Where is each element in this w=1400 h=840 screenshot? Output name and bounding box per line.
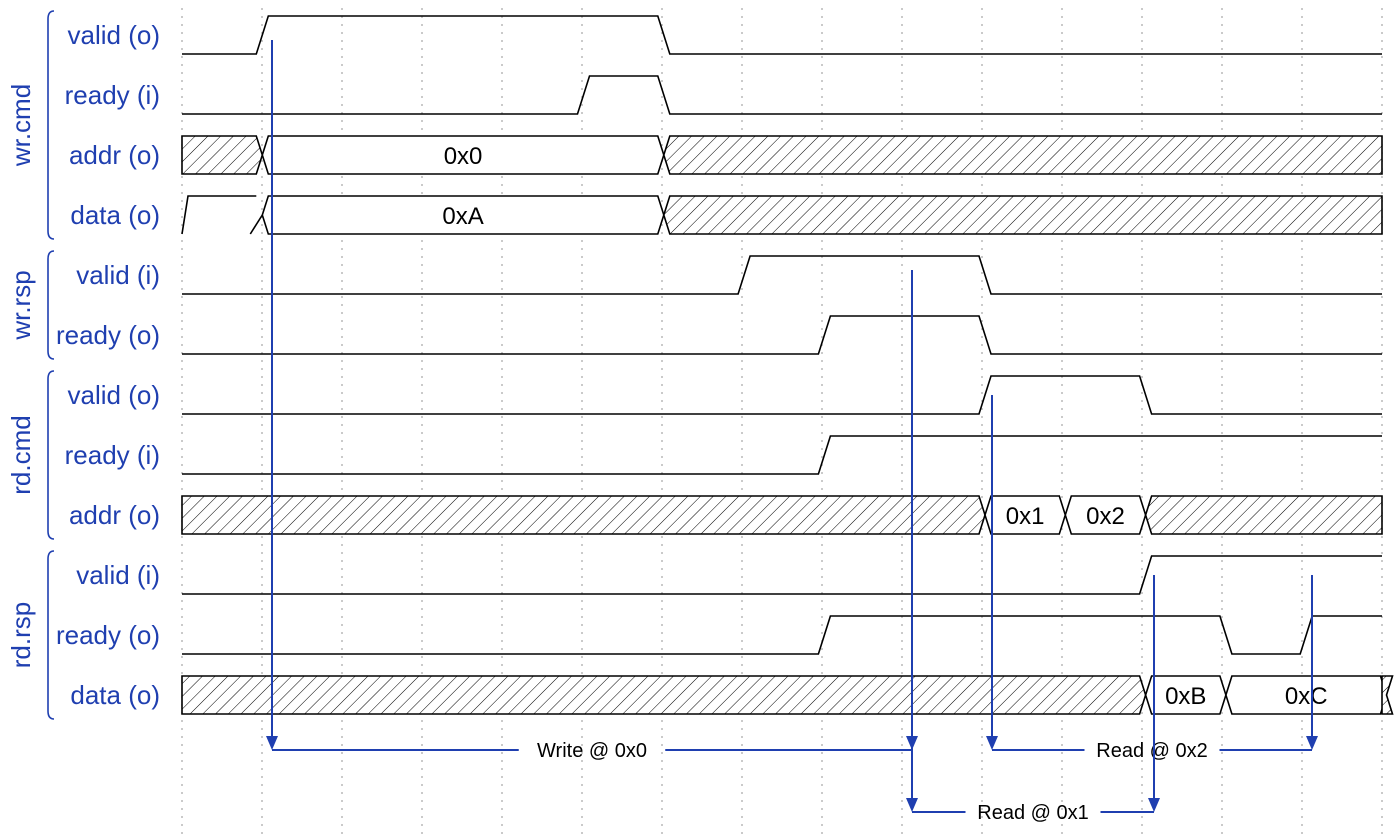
signal-wave	[182, 15, 1382, 55]
signal-label: data (o)	[70, 680, 160, 710]
bus-undefined	[662, 195, 1383, 235]
bus-undefined	[181, 675, 1147, 715]
annotation-label: Read @ 0x2	[1096, 740, 1207, 762]
signal-label: valid (i)	[76, 560, 160, 590]
signal-wave	[182, 555, 1382, 595]
signal-label: valid (o)	[68, 20, 160, 50]
signal-wave	[182, 315, 1382, 355]
bus-value-label: 0x1	[1006, 503, 1045, 530]
signal-wave	[182, 255, 1382, 295]
bus-value	[984, 495, 1067, 535]
bus-undefined	[181, 135, 264, 175]
annotation-label: Read @ 0x1	[977, 802, 1088, 824]
bus-edge	[181, 195, 257, 235]
bus-undefined	[181, 495, 986, 535]
annotation-label: Write @ 0x0	[537, 740, 647, 762]
arrow-head	[906, 798, 918, 812]
bus-value-label: 0xA	[442, 203, 483, 230]
signal-labels: valid (o) ready (i) addr (o) data (o) wr.cmd…	[6, 10, 160, 720]
bus-value-label: 0x0	[444, 143, 483, 170]
signal-label: valid (o)	[68, 380, 160, 410]
bus-value	[1225, 675, 1388, 715]
signal-label: addr (o)	[69, 140, 160, 170]
group-label: rd.cmd	[6, 415, 36, 494]
arrow-head	[1148, 798, 1160, 812]
bus-value	[1144, 675, 1227, 715]
arrow-head	[1306, 736, 1318, 750]
signal-label: data (o)	[70, 200, 160, 230]
group-label: rd.rsp	[6, 602, 36, 668]
bus-undefined	[1381, 675, 1394, 715]
bus-value	[261, 135, 665, 175]
signal-label: addr (o)	[69, 500, 160, 530]
group-label: wr.rsp	[6, 270, 36, 340]
arrow-head	[986, 736, 998, 750]
group-brace	[47, 550, 55, 720]
arrow-head	[266, 736, 278, 750]
signal-wave	[182, 615, 1382, 655]
waveforms: 0x0 0xA 0x1 0x2 0xB 0xC	[181, 15, 1394, 715]
bus-value-label: 0xC	[1285, 683, 1328, 710]
group-brace	[47, 250, 55, 360]
bus-value	[1064, 495, 1147, 535]
signal-label: valid (i)	[76, 260, 160, 290]
group-label: wr.cmd	[6, 84, 36, 167]
bus-edge	[249, 214, 263, 235]
group-brace	[47, 10, 55, 240]
signal-label: ready (i)	[65, 80, 160, 110]
signal-wave	[182, 435, 1382, 475]
bus-value-label: 0xB	[1165, 683, 1206, 710]
signal-wave	[182, 75, 1382, 115]
signal-label: ready (o)	[56, 320, 160, 350]
bus-undefined	[662, 135, 1383, 175]
bus-undefined	[1144, 495, 1383, 535]
signal-label: ready (o)	[56, 620, 160, 650]
signal-wave	[182, 375, 1382, 415]
group-brace	[47, 370, 55, 540]
signal-label: ready (i)	[65, 440, 160, 470]
bus-value-label: 0x2	[1086, 503, 1125, 530]
